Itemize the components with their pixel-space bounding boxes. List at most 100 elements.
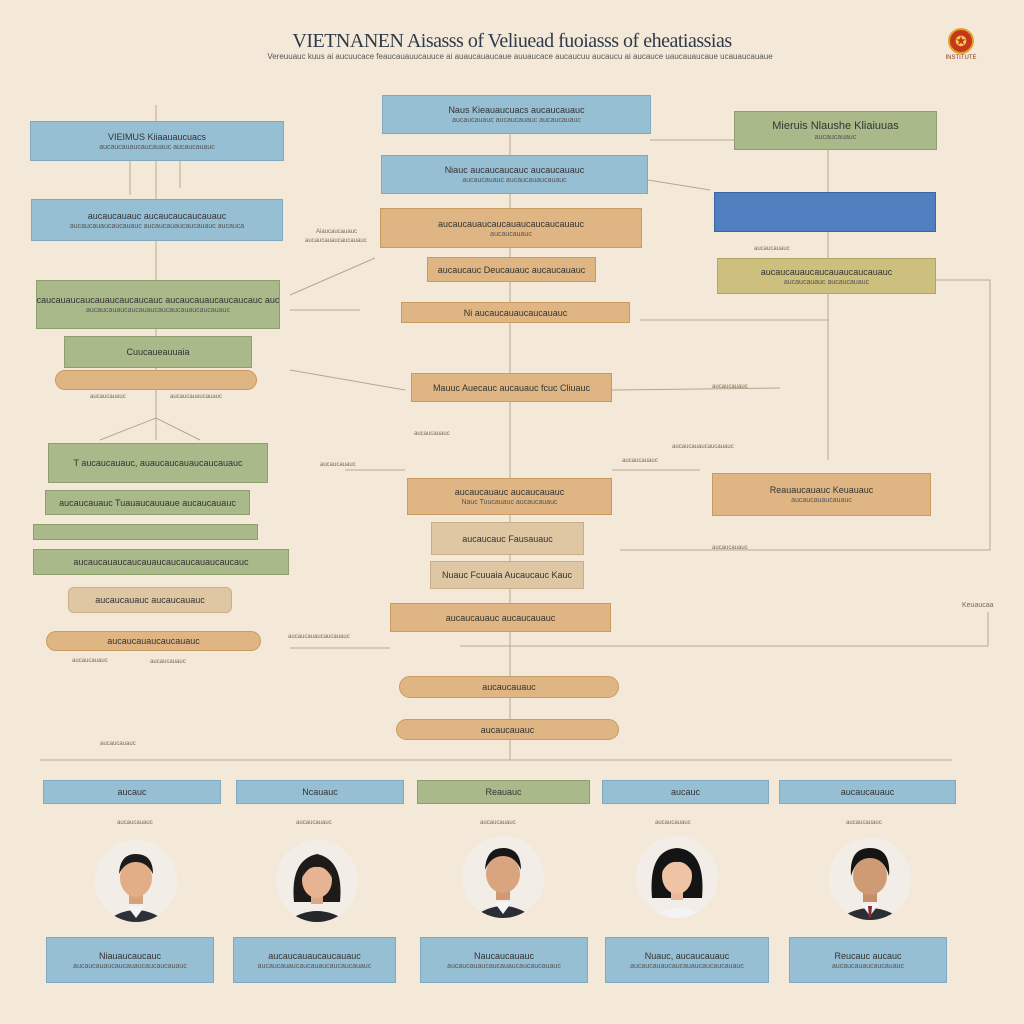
member-detail: aucaucauaucaucauauc <box>831 962 904 970</box>
member-name: Nuauc, aucaucauauc <box>644 950 730 961</box>
box-title: Nuauc Fcuuaia Aucaucauc Kauc <box>441 570 573 580</box>
connector-label: aucaucauauc <box>72 658 108 664</box>
connector-label: aucaucauauc <box>622 458 658 464</box>
box-title: Ni aucaucauaucaucauauc <box>463 307 568 318</box>
connector-label: aucaucauauc <box>100 741 136 747</box>
member-portrait <box>95 840 177 922</box>
box-subtitle: aucaucauauc <box>814 134 857 141</box>
member-header-label: aucauc <box>670 787 701 797</box>
member-card[interactable]: Nuauc, aucaucauauc aucaucauaucaucauaucau… <box>605 937 769 983</box>
member-header-label: aucaucauauc <box>840 787 895 797</box>
org-box[interactable] <box>55 370 257 390</box>
member-header[interactable]: Reauauc <box>417 780 590 804</box>
org-box[interactable]: Reauaucauauc Keuauauc aucaucauaucauauc <box>712 473 931 516</box>
member-detail: aucaucauaucaucauaucaucaucauauc <box>73 962 187 970</box>
box-title: aucaucauaucaucauaucaucauauc <box>760 266 893 277</box>
connector-label: aucaucauauc <box>320 462 356 468</box>
member-role: aucaucauauc <box>846 820 882 826</box>
box-title: aucaucauauc aucaucauauc <box>95 595 205 605</box>
box-subtitle: aucaucauaucaucauauc aucaucauaucaucauauc … <box>69 222 245 230</box>
diagram-title: VIETNANEN Aisasss of Veliuead fuoiasss o… <box>292 30 732 52</box>
org-box[interactable]: aucaucauaucaucauauc <box>46 631 261 651</box>
org-box[interactable]: VIEIMUS Kiiaauaucuacs aucaucauaucaucauau… <box>30 121 284 161</box>
member-role: aucaucauauc <box>117 820 153 826</box>
box-title: aucaucauaucaucauaucaucaucauc aucaucauauc… <box>36 295 280 305</box>
member-detail: aucaucauaucaucauaucaucaucauauc <box>447 962 561 970</box>
org-box[interactable]: Nuauc Fcuuaia Aucaucauc Kauc <box>430 561 584 589</box>
org-box[interactable]: aucaucauauc aucaucauauc Nauc Tuucauauc a… <box>407 478 612 515</box>
org-box[interactable]: T aucaucauauc, auaucaucauaucaucauauc <box>48 443 268 483</box>
box-title: T aucaucauauc, auaucaucauaucaucauauc <box>73 458 243 468</box>
box-title: aucaucauaucaucauaucaucaucauauc <box>437 218 585 229</box>
connector-label: aucaucauauc <box>754 246 790 252</box>
box-title: aucaucauauc Tuauaucauuaue aucaucauauc <box>59 497 236 508</box>
box-title: aucaucauauc <box>480 724 535 735</box>
member-header[interactable]: aucauc <box>602 780 769 804</box>
member-header[interactable]: Ncauauc <box>236 780 404 804</box>
member-portrait <box>276 840 358 922</box>
person-avatar-icon <box>829 838 911 920</box>
org-box[interactable]: aucaucauc Deucauauc aucaucauauc <box>427 257 596 282</box>
box-title: aucaucauauc aucaucauauc <box>445 612 556 623</box>
box-subtitle: aucaucauauc aucaucauauc aucaucauauc <box>452 117 581 124</box>
box-title: Reauaucauauc Keuauauc <box>769 485 874 495</box>
member-header-label: Ncauauc <box>302 787 338 797</box>
box-subtitle: aucaucauauc aucaucauaucauauc <box>462 177 567 184</box>
org-box[interactable]: Niauc aucaucaucauc aucaucauauc aucaucaua… <box>381 155 648 194</box>
box-title: Mauuc Auecauc aucauauc fcuc Cliuauc <box>432 382 591 393</box>
box-subtitle: aucaucauaucauauc <box>791 497 852 504</box>
person-avatar-icon <box>462 836 544 918</box>
member-header[interactable]: aucaucauauc <box>779 780 956 804</box>
member-name: Reucauc aucauc <box>834 950 902 961</box>
box-title: aucaucauaucaucauauc <box>107 636 200 646</box>
org-box[interactable]: aucaucauc Fausauauc <box>431 522 584 555</box>
box-title: Niauc aucaucaucauc aucaucauauc <box>444 165 585 175</box>
org-box[interactable]: aucaucauauc <box>399 676 619 698</box>
org-box[interactable]: aucaucauauc aucaucaucaucauauc aucaucauau… <box>31 199 283 241</box>
connector-label: aucaucauauc <box>712 545 748 551</box>
org-box[interactable] <box>33 524 258 540</box>
box-title: aucaucauaucaucauaucaucaucauaucaucauc <box>73 557 249 567</box>
connector-label: aucaucauauc <box>150 659 186 665</box>
org-box[interactable]: Mauuc Auecauc aucauauc fcuc Cliuauc <box>411 373 612 402</box>
box-subtitle: aucaucauaucaucauaucaucaucauaucaucauauc <box>85 307 230 314</box>
org-box[interactable]: aucaucauauc Tuauaucauuaue aucaucauauc <box>45 490 250 515</box>
member-card[interactable]: Reucauc aucauc aucaucauaucaucauauc <box>789 937 947 983</box>
org-box[interactable]: aucaucauauc aucaucauauc <box>390 603 611 632</box>
person-avatar-icon <box>95 840 177 922</box>
box-subtitle: aucaucauauc aucaucauauc <box>783 278 870 286</box>
org-box[interactable]: Mieruis Nlaushe Kliaiuuas aucaucauauc <box>734 111 937 150</box>
person-avatar-icon <box>276 840 358 922</box>
member-header[interactable]: aucauc <box>43 780 221 804</box>
member-name: aucaucauaucaucauauc <box>268 950 361 961</box>
org-box[interactable]: Ni aucaucauaucaucauauc <box>401 302 630 323</box>
member-card[interactable]: aucaucauaucaucauauc aucaucauaucaucauauca… <box>233 937 396 983</box>
org-box[interactable]: Naus Kieauaucuacs aucaucauauc aucaucauau… <box>382 95 651 134</box>
member-role: aucaucauauc <box>655 820 691 826</box>
org-box[interactable]: aucaucauaucaucauaucaucaucauaucaucauc <box>33 549 289 575</box>
member-card[interactable]: Naucaucauauc aucaucauaucaucauaucaucaucau… <box>420 937 588 983</box>
member-detail: aucaucauaucaucauaucaucaucauauc <box>257 962 372 970</box>
member-header-label: Reauauc <box>485 787 522 797</box>
org-box[interactable]: aucaucauaucaucauaucaucauauc aucaucauauc … <box>717 258 936 294</box>
connector-label: aucaucauaucaucauauc <box>672 444 734 450</box>
box-title: aucaucauauc <box>482 682 536 692</box>
person-avatar-icon <box>636 836 718 918</box>
org-box[interactable]: aucaucauaucaucauaucaucaucauauc aucaucaua… <box>380 208 642 248</box>
org-box[interactable]: aucaucauaucaucauaucaucaucauc aucaucauauc… <box>36 280 280 329</box>
member-role: aucaucauauc <box>480 820 516 826</box>
connector-label: Keuaucaa <box>962 602 994 609</box>
member-portrait <box>462 836 544 918</box>
org-box[interactable]: Cuucaueauuaia <box>64 336 252 368</box>
member-portrait <box>636 836 718 918</box>
member-card[interactable]: Niauaucaucauc aucaucauaucaucauaucaucauca… <box>46 937 214 983</box>
org-box[interactable]: aucaucauauc aucaucauauc <box>68 587 232 613</box>
emblem-logo: ✪ <box>948 28 974 54</box>
box-title: VIEIMUS Kiiaauaucuacs <box>107 131 207 142</box>
connector-label: aucaucauaucauauc <box>170 394 223 400</box>
org-box[interactable] <box>714 192 936 232</box>
org-box[interactable]: aucaucauauc <box>396 719 619 740</box>
member-header-label: aucauc <box>117 787 147 797</box>
box-title: aucaucauc Fausauauc <box>462 533 553 544</box>
